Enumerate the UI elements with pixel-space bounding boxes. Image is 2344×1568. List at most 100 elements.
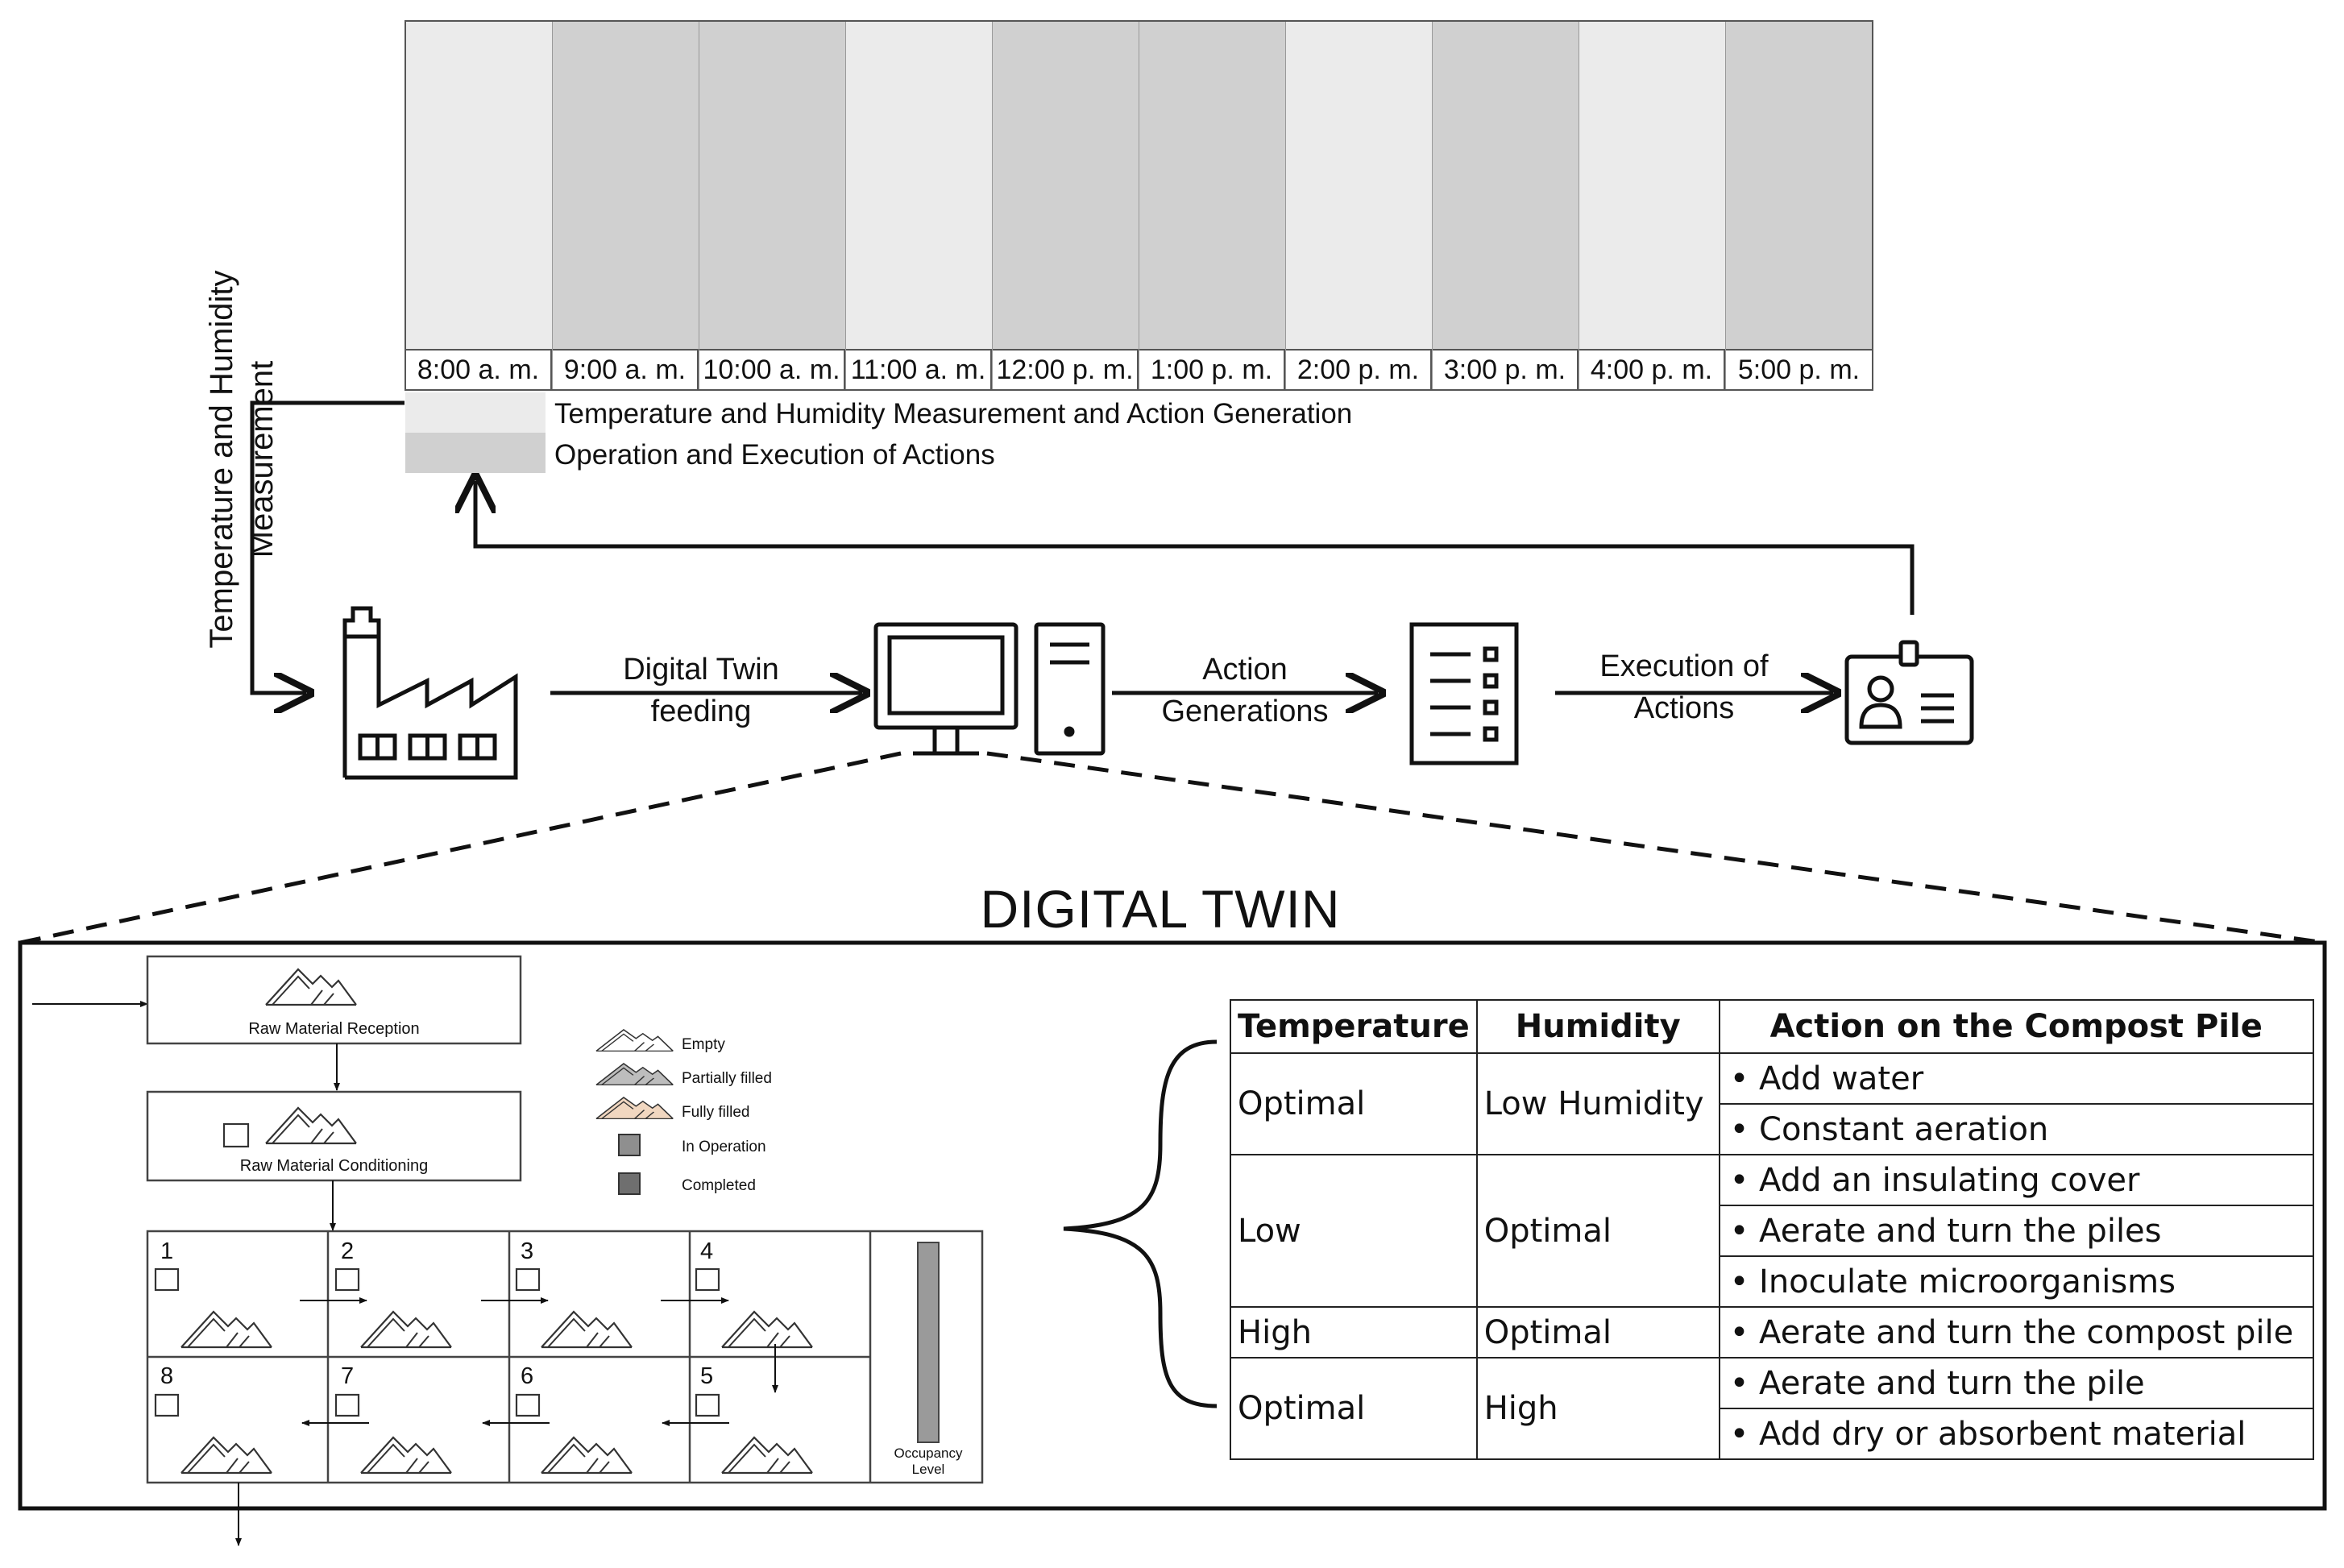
table-row: High Optimal • Aerate and turn the compo…	[1230, 1306, 2314, 1359]
table-row: • Inoculate microorganisms	[1230, 1255, 2314, 1308]
schedule-phase-band	[1579, 22, 1725, 352]
schedule-time-label: 12:00 p. m.	[993, 349, 1139, 389]
schedule-phase-band	[993, 22, 1139, 352]
feeding-label: Digital Twin feeding	[623, 653, 779, 728]
schedule-phase-band	[553, 22, 699, 352]
occupancy-level-label: Occupancy Level	[894, 1446, 963, 1477]
schedule-time-label: 4:00 p. m.	[1579, 349, 1725, 389]
table-row: • Constant aeration	[1230, 1103, 2314, 1155]
factory-icon	[342, 606, 518, 780]
temperature-cell: Optimal	[1230, 1357, 1478, 1460]
schedule-time-label: 2:00 p. m.	[1286, 349, 1432, 389]
action-cell: • Add water	[1718, 1052, 2314, 1105]
humidity-cell: Optimal	[1475, 1306, 1720, 1359]
action-cell: • Aerate and turn the compost pile	[1718, 1306, 2314, 1359]
legend-full: Fully filled	[682, 1104, 750, 1121]
conditioning-label: Raw Material Conditioning	[239, 1157, 429, 1175]
header-humidity: Humidity	[1475, 999, 1720, 1054]
legend-label-operation: Operation and Execution of Actions	[554, 439, 995, 471]
schedule-slot: 11:00 a. m.	[846, 22, 993, 389]
conditioning-box	[146, 1090, 522, 1182]
schedule-slot: 12:00 p. m.	[993, 22, 1139, 389]
legend-swatch-operation	[405, 433, 546, 473]
schedule-slot: 1:00 p. m.	[1139, 22, 1286, 389]
schedule-phase-band	[1433, 22, 1579, 352]
curly-brace	[1063, 1039, 1218, 1408]
cell-number-2: 2	[341, 1238, 355, 1264]
schedule-phase-band	[1726, 22, 1872, 352]
schedule-time-label: 3:00 p. m.	[1433, 349, 1579, 389]
action-cell: • Inoculate microorganisms	[1718, 1255, 2314, 1308]
schedule-slot: 2:00 p. m.	[1286, 22, 1433, 389]
table-row: Optimal High • Aerate and turn the pile	[1230, 1357, 2314, 1460]
cell-number-5: 5	[700, 1363, 714, 1389]
cell-number-8: 8	[160, 1363, 174, 1389]
temperature-cell: High	[1230, 1306, 1478, 1359]
state-legend	[595, 1029, 674, 1195]
computer-monitor-icon	[873, 622, 1018, 756]
reception-label: Raw Material Reception	[248, 1020, 420, 1038]
humidity-cell: Low Humidity	[1475, 1052, 1720, 1155]
digital-twin-frame	[18, 940, 2327, 1511]
header-temperature: Temperature	[1230, 999, 1478, 1054]
cell-number-6: 6	[521, 1363, 534, 1389]
legend-completed: Completed	[682, 1177, 756, 1194]
action-cell: • Aerate and turn the piles	[1718, 1205, 2314, 1257]
schedule-phase-band	[846, 22, 992, 352]
schedule-slot: 9:00 a. m.	[553, 22, 699, 389]
occupancy-level-bar	[917, 1242, 940, 1443]
compost-grid	[146, 1230, 984, 1484]
legend-label-measurement: Temperature and Humidity Measurement and…	[554, 398, 1353, 429]
cell-number-1: 1	[160, 1238, 174, 1264]
table-row: • Add dry or absorbent material	[1230, 1408, 2314, 1460]
action-cell: • Add dry or absorbent material	[1718, 1408, 2314, 1460]
schedule-time-label: 5:00 p. m.	[1726, 349, 1872, 389]
daily-schedule-timeline: 8:00 a. m.9:00 a. m.10:00 a. m.11:00 a. …	[404, 20, 1873, 391]
schedule-slot: 3:00 p. m.	[1433, 22, 1579, 389]
schedule-time-label: 10:00 a. m.	[699, 349, 845, 389]
zoom-dashed-lines	[19, 751, 2325, 945]
execution-feedback-connector	[475, 481, 1915, 615]
table-row: Low Optimal • Add an insulating cover	[1230, 1154, 2314, 1308]
table-row: • Aerate and turn the piles	[1230, 1205, 2314, 1257]
action-generations-label: Action Generations	[1161, 653, 1329, 728]
reception-box	[146, 955, 522, 1045]
schedule-slot: 5:00 p. m.	[1726, 22, 1872, 389]
action-cell: • Constant aeration	[1718, 1103, 2314, 1155]
legend-in-operation: In Operation	[682, 1139, 766, 1155]
legend-partial: Partially filled	[682, 1070, 772, 1087]
schedule-slot: 10:00 a. m.	[699, 22, 846, 389]
humidity-cell: Optimal	[1475, 1154, 1720, 1308]
execution-label: Execution of Actions	[1599, 649, 1769, 725]
id-badge-icon	[1844, 640, 1974, 745]
measurement-connector	[250, 400, 404, 693]
legend-swatch-measurement	[405, 392, 546, 433]
legend-empty: Empty	[682, 1036, 725, 1053]
header-action: Action on the Compost Pile	[1718, 999, 2314, 1054]
digital-twin-title: DIGITAL TWIN	[980, 879, 1341, 939]
schedule-slot: 4:00 p. m.	[1579, 22, 1726, 389]
humidity-cell: High	[1475, 1357, 1720, 1460]
schedule-phase-band	[1286, 22, 1432, 352]
schedule-time-label: 11:00 a. m.	[846, 349, 992, 389]
schedule-phase-band	[1139, 22, 1285, 352]
table-row: Optimal Low Humidity • Add water	[1230, 1052, 2314, 1155]
schedule-time-label: 1:00 p. m.	[1139, 349, 1285, 389]
schedule-phase-band	[406, 22, 552, 352]
temperature-cell: Low	[1230, 1154, 1478, 1308]
cell-number-7: 7	[341, 1363, 355, 1389]
cell-number-4: 4	[700, 1238, 714, 1264]
cell-number-3: 3	[521, 1238, 534, 1264]
schedule-time-label: 8:00 a. m.	[406, 349, 552, 389]
action-table: Temperature Humidity Action on the Compo…	[1230, 999, 2314, 1460]
schedule-phase-band	[699, 22, 845, 352]
checklist-icon	[1409, 622, 1519, 765]
computer-tower-icon	[1034, 622, 1106, 756]
schedule-time-label: 9:00 a. m.	[553, 349, 699, 389]
table-header-row: Temperature Humidity Action on the Compo…	[1230, 999, 2314, 1054]
schedule-slot: 8:00 a. m.	[406, 22, 553, 389]
action-cell: • Add an insulating cover	[1718, 1154, 2314, 1206]
temperature-cell: Optimal	[1230, 1052, 1478, 1155]
